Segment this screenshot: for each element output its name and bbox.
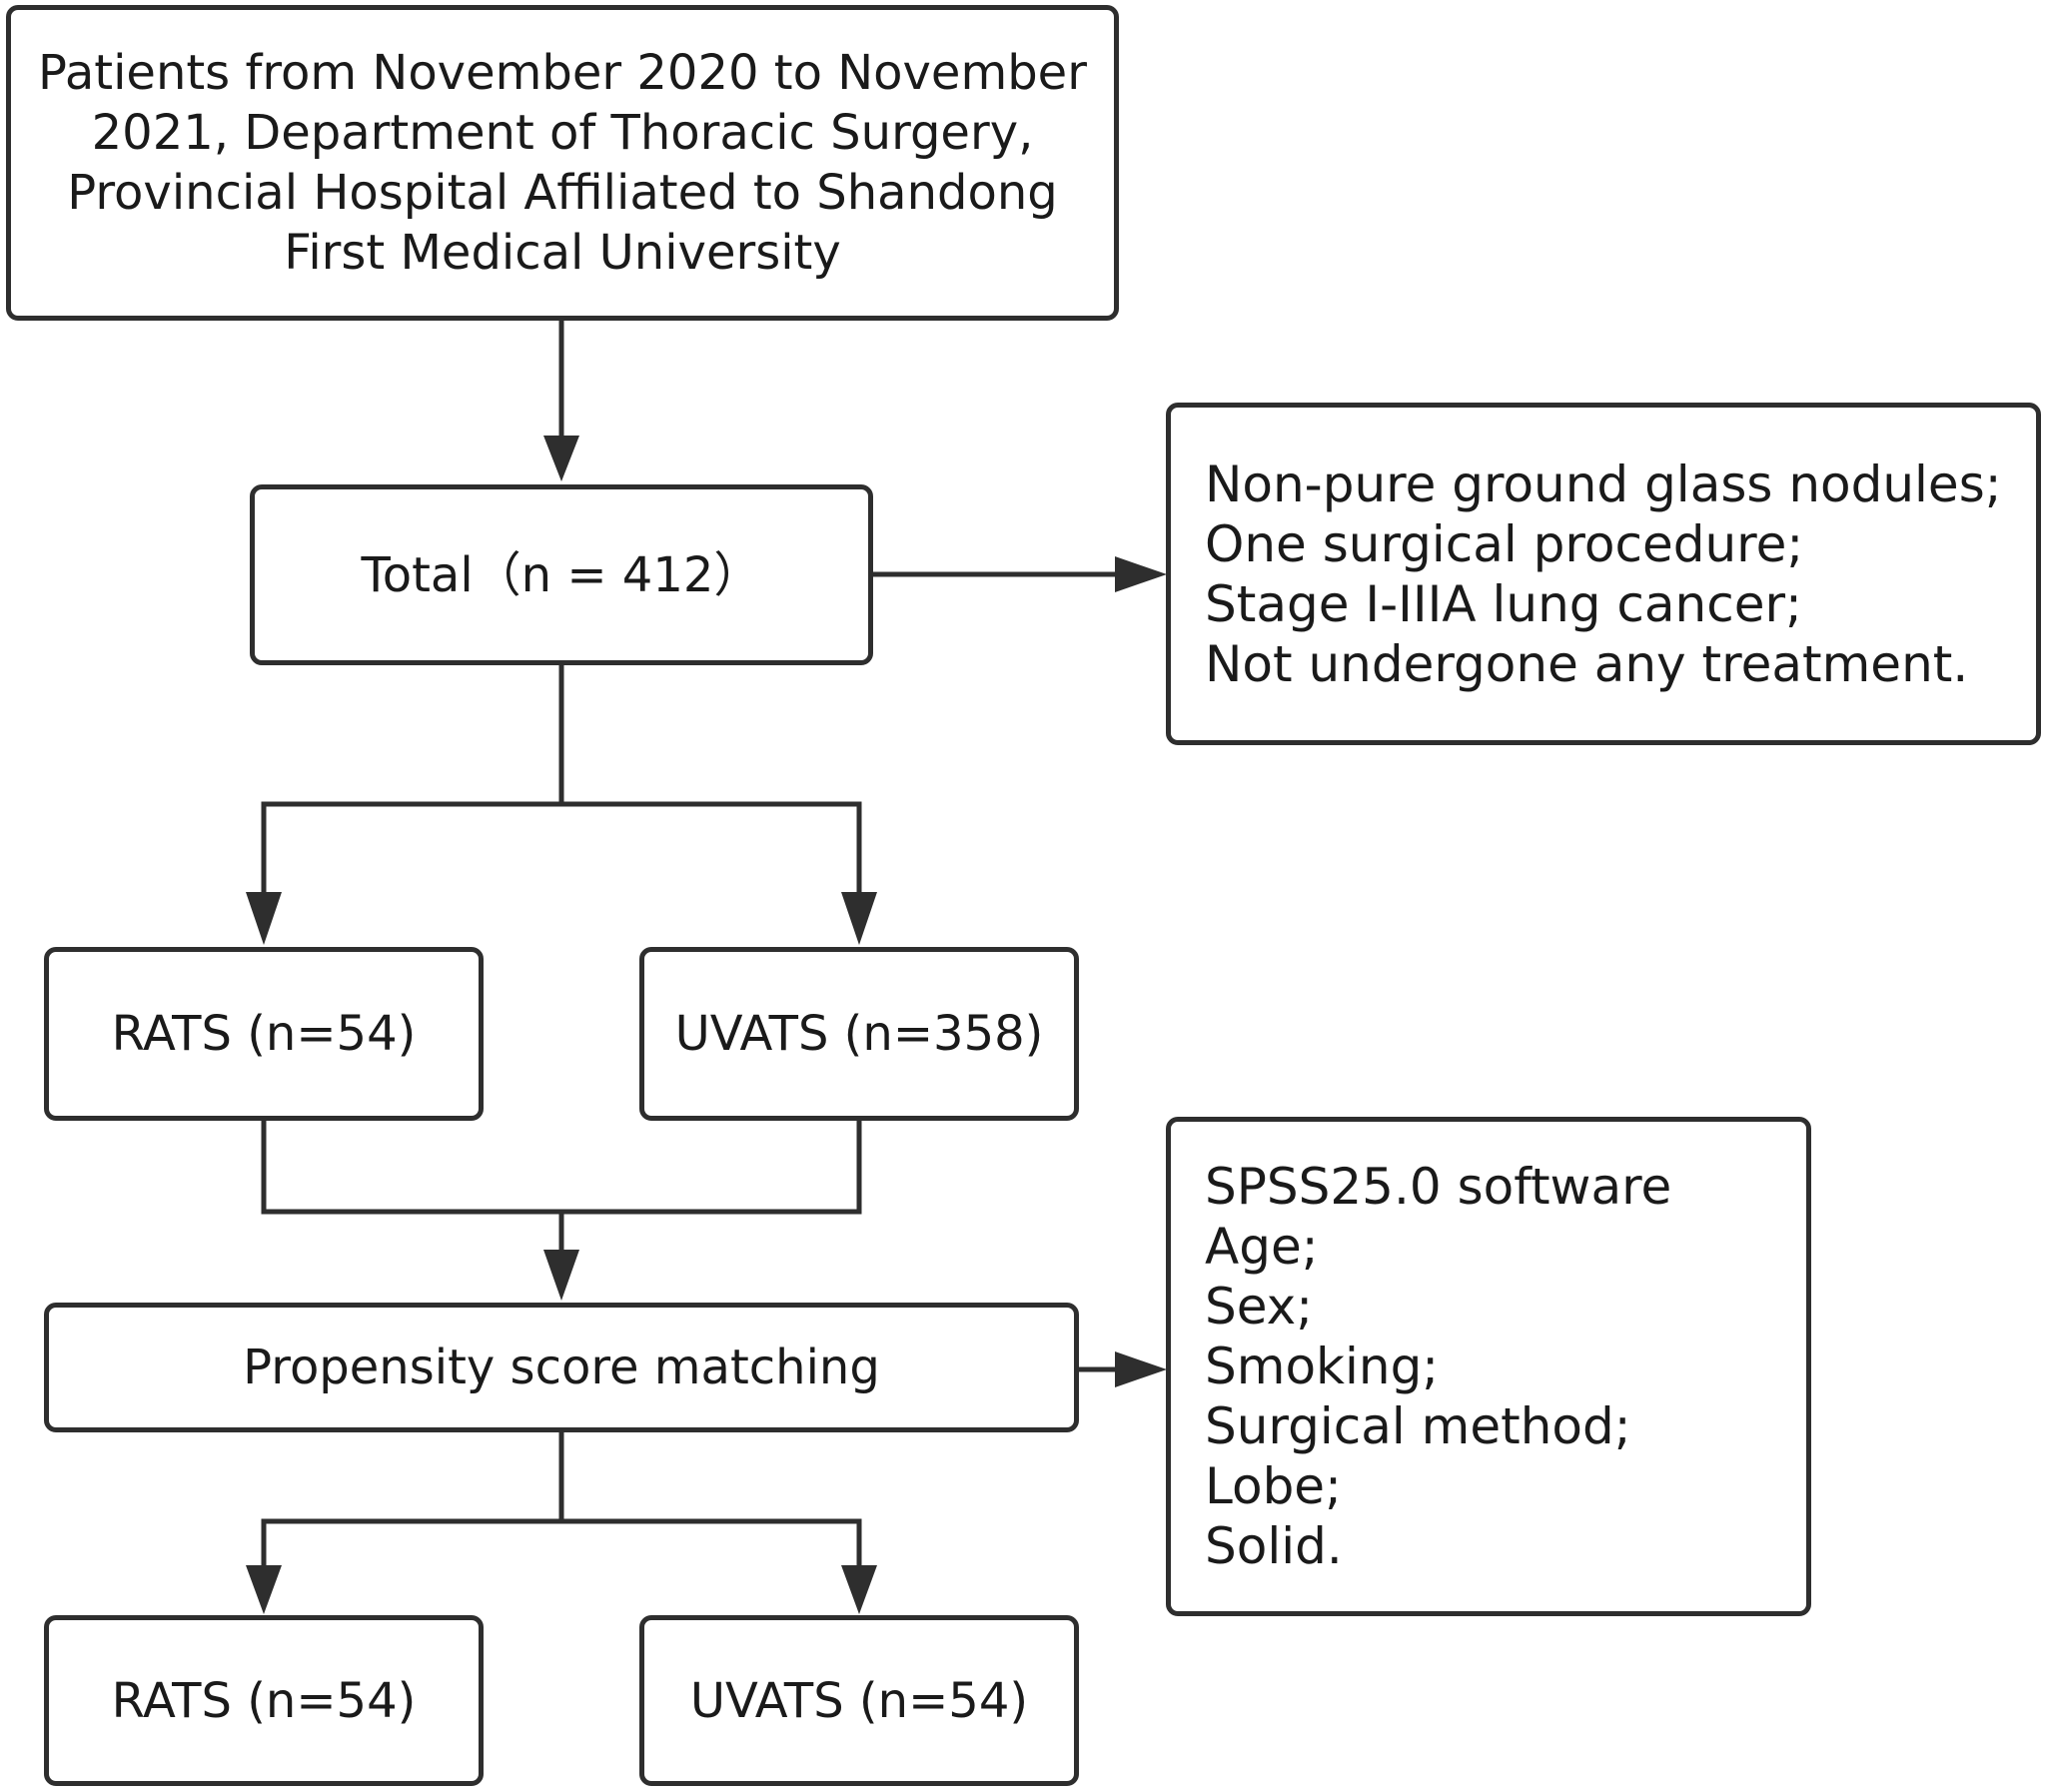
arrowhead-to-rats-before xyxy=(246,892,282,945)
inclusion-line-1: Non-pure ground glass nodules; xyxy=(1205,454,2002,513)
rats-before-label: RATS (n=54) xyxy=(111,1006,417,1062)
source-line-1: Patients from November 2020 to November xyxy=(38,45,1087,101)
criteria-line-2: Age; xyxy=(1205,1218,1319,1276)
uvats-after-label: UVATS (n=54) xyxy=(689,1672,1029,1729)
source-line-4: First Medical University xyxy=(284,225,841,281)
criteria-line-5: Surgical method; xyxy=(1205,1397,1631,1455)
psm-label: Propensity score matching xyxy=(243,1340,880,1395)
inclusion-line-3: Stage I-IIIA lung cancer; xyxy=(1205,574,1802,633)
inclusion-line-2: One surgical procedure; xyxy=(1205,514,1804,573)
rats-group-before-box: RATS (n=54) xyxy=(44,947,484,1121)
source-line-3: Provincial Hospital Affiliated to Shando… xyxy=(67,165,1058,221)
criteria-line-4: Smoking; xyxy=(1205,1338,1440,1395)
rats-after-label: RATS (n=54) xyxy=(111,1672,417,1729)
criteria-line-6: Lobe; xyxy=(1205,1457,1342,1515)
matching-criteria-box: SPSS25.0 software Age; Sex; Smoking; Sur… xyxy=(1166,1117,1811,1616)
inclusion-line-4: Not undergone any treatment. xyxy=(1205,634,1969,693)
source-population-box: Patients from November 2020 to November … xyxy=(6,5,1119,321)
arrowhead-to-inclusion-criteria xyxy=(1115,556,1167,592)
arrowhead-to-rats-after xyxy=(246,1565,282,1614)
propensity-score-matching-box: Propensity score matching xyxy=(44,1303,1079,1432)
uvats-group-before-box: UVATS (n=358) xyxy=(639,947,1079,1121)
rats-group-after-box: RATS (n=54) xyxy=(44,1615,484,1786)
inclusion-criteria-box: Non-pure ground glass nodules; One surgi… xyxy=(1166,403,2041,745)
arrowhead-to-psm xyxy=(543,1250,579,1301)
criteria-line-1: SPSS25.0 software xyxy=(1205,1158,1672,1216)
criteria-line-3: Sex; xyxy=(1205,1278,1314,1336)
arrowhead-to-uvats-after xyxy=(841,1565,877,1614)
arrowhead-to-uvats-before xyxy=(841,892,877,945)
total-box: Total（n = 412） xyxy=(250,484,873,665)
uvats-before-label: UVATS (n=358) xyxy=(674,1006,1044,1062)
criteria-line-7: Solid. xyxy=(1205,1517,1343,1575)
source-line-2: 2021, Department of Thoracic Surgery, xyxy=(91,105,1034,161)
arrowhead-to-matching-criteria xyxy=(1115,1351,1167,1387)
arrowhead-to-total xyxy=(543,436,579,481)
total-label: Total（n = 412） xyxy=(361,546,762,603)
uvats-group-after-box: UVATS (n=54) xyxy=(639,1615,1079,1786)
